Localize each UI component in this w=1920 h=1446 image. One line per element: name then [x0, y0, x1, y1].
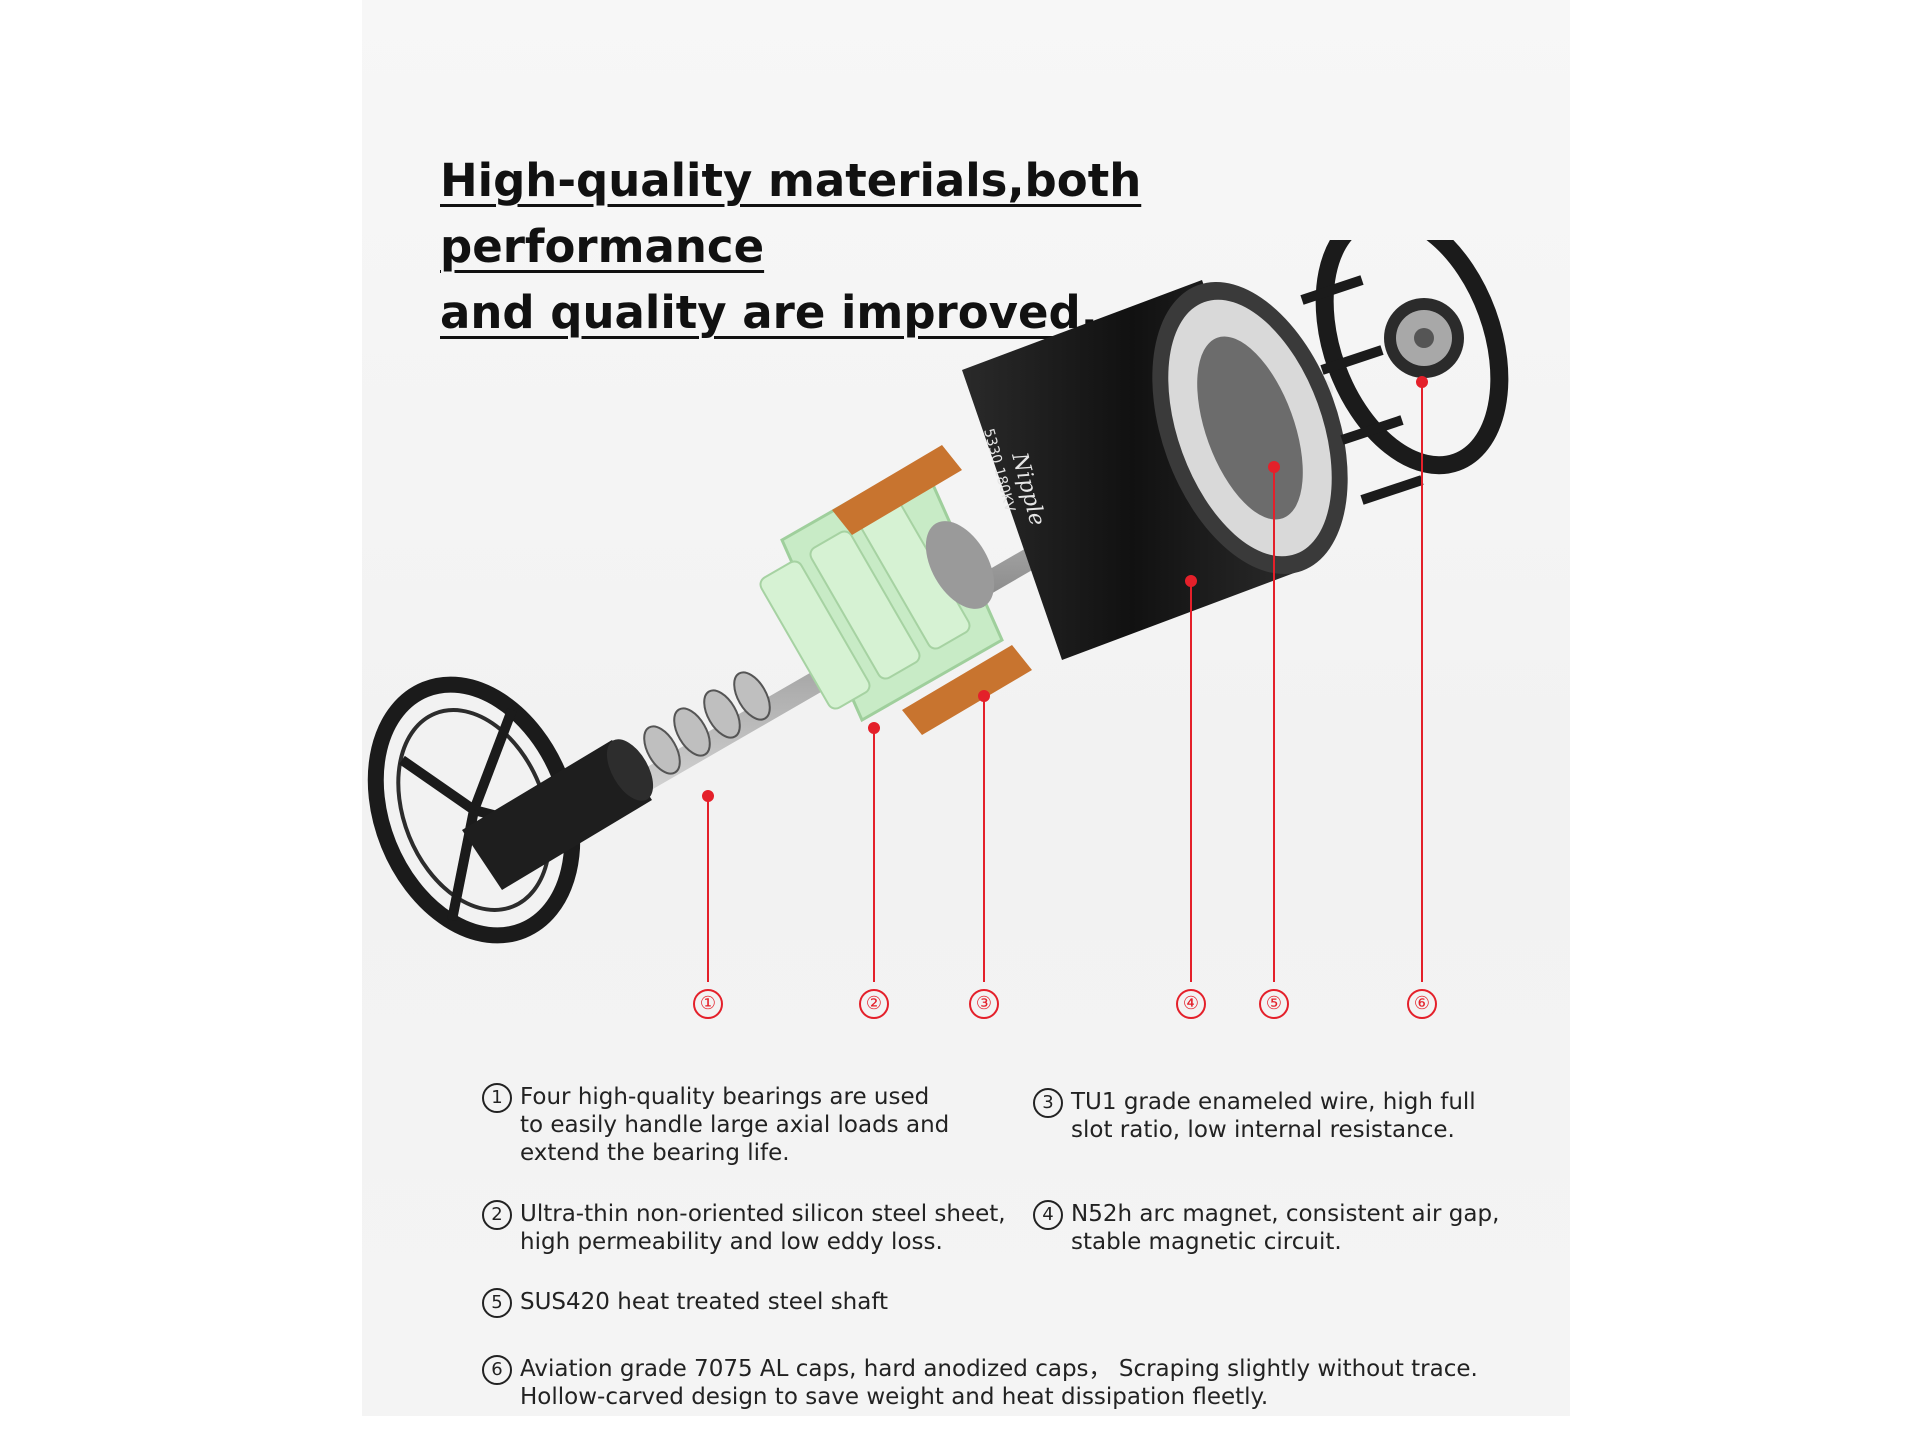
- feature-number: 5: [482, 1288, 512, 1318]
- feature-5-shaft: 5 SUS420 heat treated steel shaft: [482, 1288, 1002, 1318]
- feature-number: 2: [482, 1200, 512, 1230]
- feature-1-bearings: 1 Four high-quality bearings are used to…: [482, 1083, 1002, 1167]
- feature-number: 3: [1033, 1088, 1063, 1118]
- feature-2-silicon-steel: 2 Ultra-thin non-oriented silicon steel …: [482, 1200, 1022, 1256]
- bottom-end-cap: [367, 676, 654, 944]
- top-end-cap: [1300, 240, 1509, 505]
- bearings: [643, 671, 771, 775]
- rotor-bell: Nipple 5330 180KV: [962, 280, 1348, 660]
- callout-leaders: [702, 376, 1428, 982]
- callout-3: ③: [969, 989, 999, 1019]
- callout-2: ②: [859, 989, 889, 1019]
- callout-1: ①: [693, 989, 723, 1019]
- page-title: High-quality materials,both performance …: [440, 148, 1380, 346]
- feature-3-wire: 3 TU1 grade enameled wire, high full slo…: [1033, 1088, 1513, 1144]
- callout-4: ④: [1176, 989, 1206, 1019]
- callout-5: ⑤: [1259, 989, 1289, 1019]
- stator: [759, 445, 1032, 735]
- title-line-1: High-quality materials,both performance: [440, 154, 1142, 273]
- title-line-2: and quality are improved.: [440, 286, 1098, 339]
- feature-number: 6: [482, 1355, 512, 1385]
- feature-number: 1: [482, 1083, 512, 1113]
- feature-6-caps: 6 Aviation grade 7075 AL caps, hard anod…: [482, 1355, 1542, 1411]
- callout-6: ⑥: [1407, 989, 1437, 1019]
- motor-exploded-illustration: Nipple 5330 180KV: [367, 240, 1509, 982]
- feature-4-magnet: 4 N52h arc magnet, consistent air gap, s…: [1033, 1200, 1553, 1256]
- feature-number: 4: [1033, 1200, 1063, 1230]
